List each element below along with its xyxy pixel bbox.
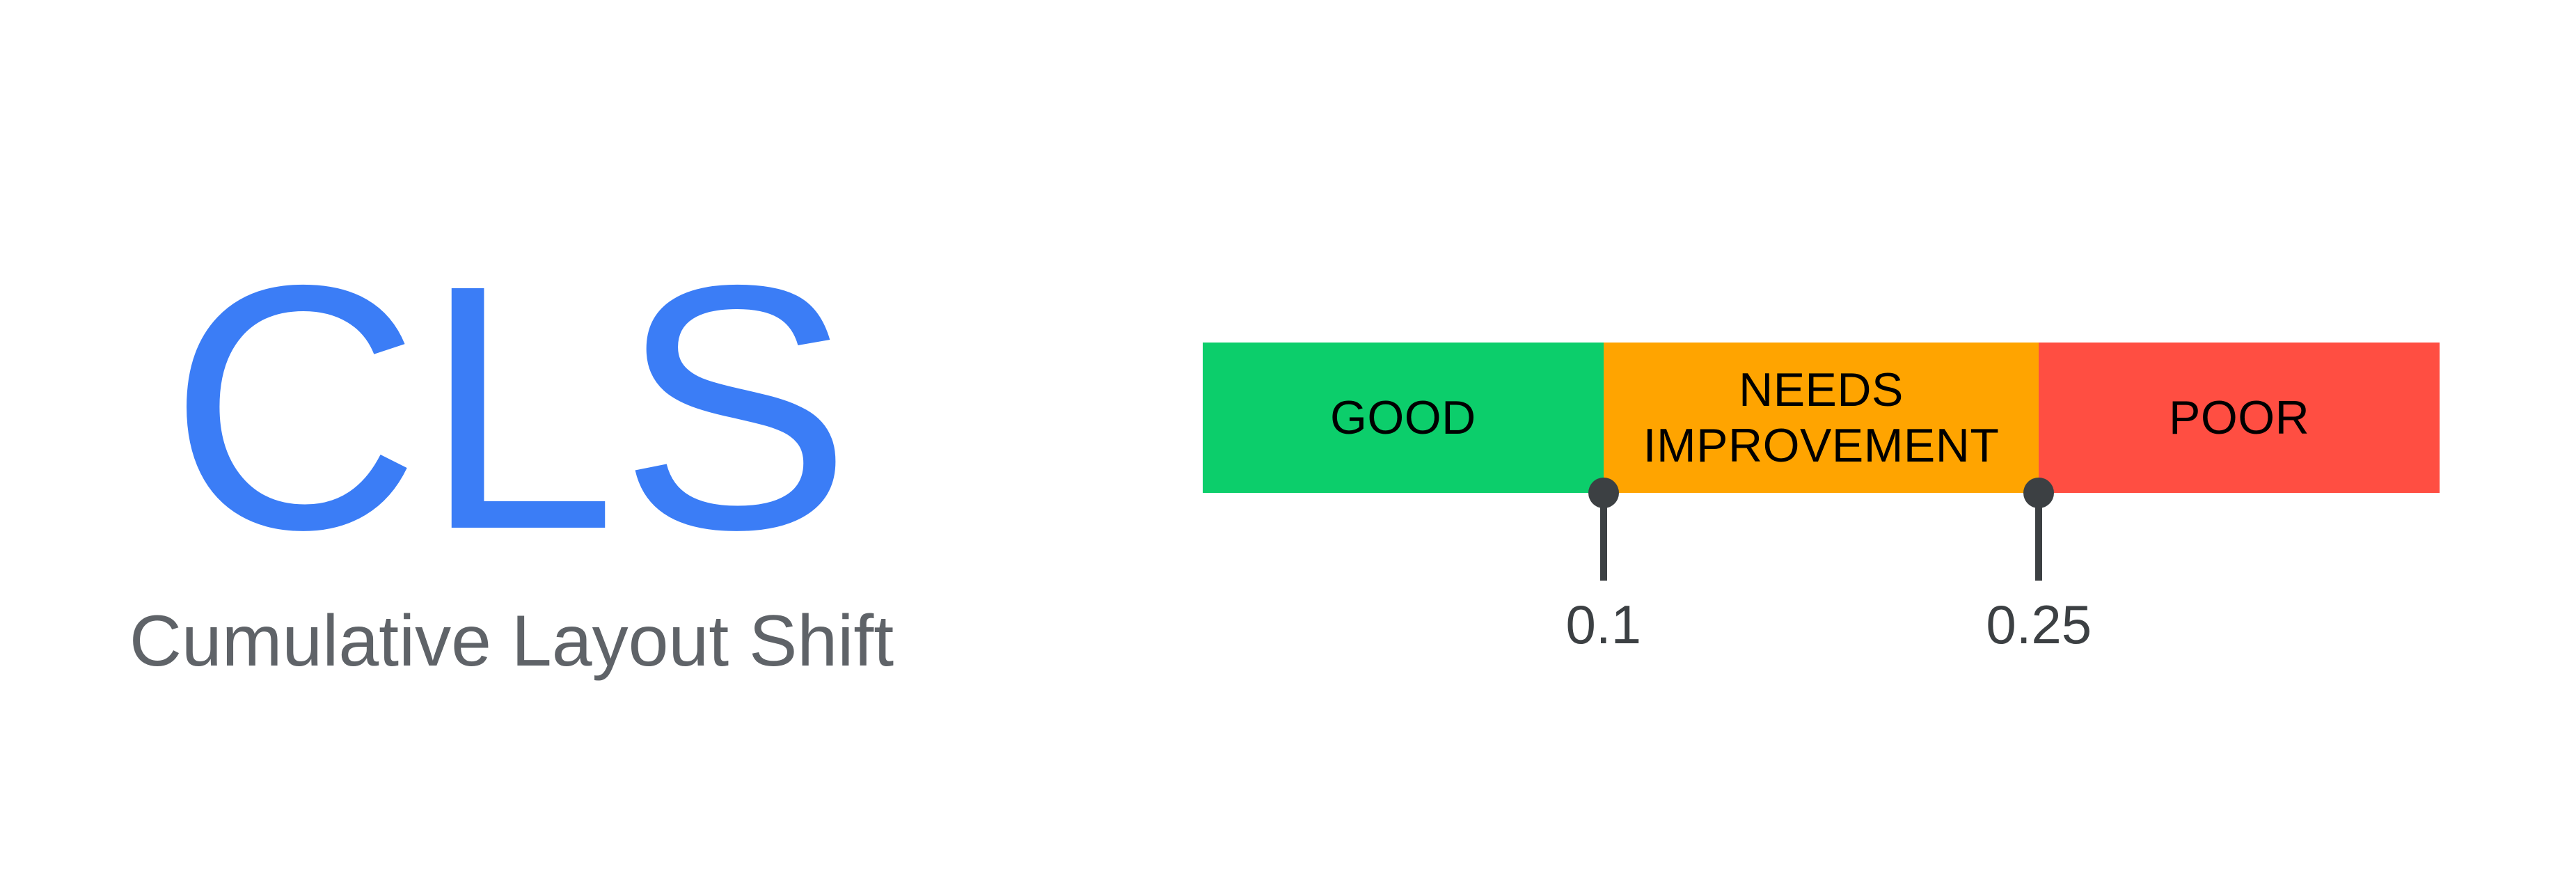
threshold-stem-line bbox=[1599, 493, 1607, 581]
metric-full-name: Cumulative Layout Shift bbox=[129, 601, 894, 682]
threshold-stem-line bbox=[2035, 493, 2043, 581]
scale-segment-good: GOOD bbox=[1203, 343, 1604, 493]
scale-segment-poor: POOR bbox=[2039, 343, 2440, 493]
threshold-value-label: 0.1 bbox=[1565, 594, 1641, 655]
threshold-bar: GOOD NEEDS IMPROVEMENT POOR bbox=[1203, 343, 2440, 493]
scale-segment-needs-improvement: NEEDS IMPROVEMENT bbox=[1603, 343, 2039, 493]
metric-identity-block: CLS Cumulative Layout Shift bbox=[0, 212, 1023, 682]
metric-acronym: CLS bbox=[168, 212, 855, 601]
threshold-scale: GOOD NEEDS IMPROVEMENT POOR 0.1 0.25 bbox=[1203, 343, 2440, 652]
threshold-value-label: 0.25 bbox=[1986, 594, 2092, 655]
